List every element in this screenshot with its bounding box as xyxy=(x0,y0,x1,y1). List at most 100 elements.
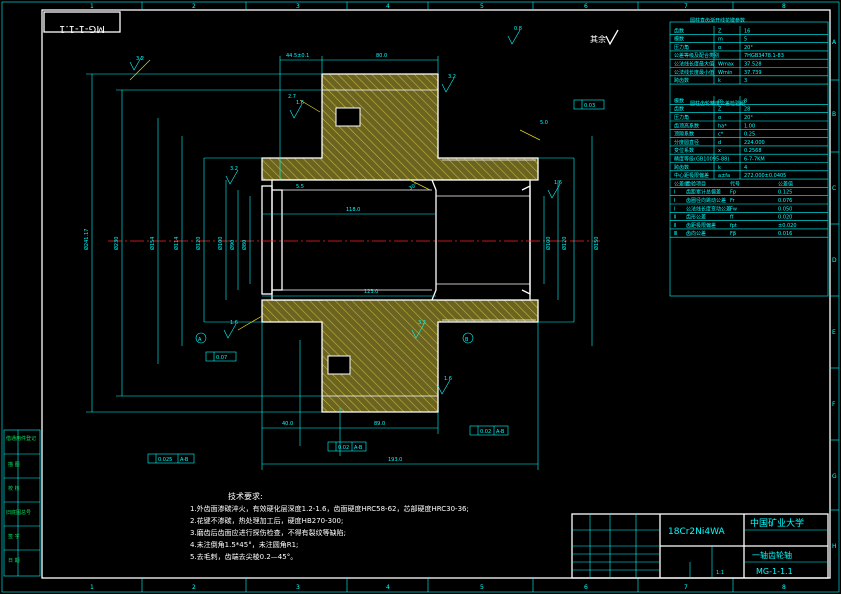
param-cell: Wmin xyxy=(718,70,732,76)
side-label-0: 借通用件登记 xyxy=(6,435,36,442)
col-label-1: 1 xyxy=(90,3,94,10)
param-cell: 0.25 xyxy=(744,132,755,138)
param-cell: 齿数 xyxy=(674,106,684,113)
border-labels: 1 2 3 4 5 6 7 8 1 2 3 4 5 6 7 8 A B C D … xyxy=(90,3,837,591)
tech-req-2: 2.花键不渗碳，热处理加工后，硬度HB270-300; xyxy=(190,516,343,525)
side-label-3: 旧底图总号 xyxy=(6,509,31,516)
param-cell: 顶隙系数 xyxy=(674,131,694,138)
svg-text:A: A xyxy=(198,337,202,343)
param-cell: 公差组 xyxy=(674,180,689,187)
param-cell: 模数 xyxy=(674,36,684,43)
param-cell: 检验项目 xyxy=(686,180,706,187)
svg-text:0.07: 0.07 xyxy=(216,355,227,361)
col-label-b2: 2 xyxy=(192,584,196,591)
param-cell: 0.125 xyxy=(778,190,792,196)
title-material: 18Cr2Ni4WA xyxy=(668,527,726,537)
param-table-2-title: 圆柱齿轮精度公差检验组 xyxy=(690,100,745,107)
dim-chamfer: 30° xyxy=(408,182,419,192)
gdt-frame-top: 0.03 xyxy=(573,99,605,110)
tech-req-3: 3.磨齿后齿面应进行探伤检查，不得有裂纹等缺陷; xyxy=(190,528,346,537)
param-cell: fpt xyxy=(730,223,737,229)
dim-dia-l3: Ø100 xyxy=(217,237,224,250)
tech-req-4: 4.未注倒角1.5*45°，未注圆角R1; xyxy=(190,540,298,549)
tech-req-1: 1.外齿面渗碳淬火，有效硬化层深度1.2-1.6，齿面硬度HRC58-62，芯部… xyxy=(190,504,469,513)
ra-5: 3.2 xyxy=(230,166,238,172)
col-label-4: 4 xyxy=(386,3,390,10)
dim-dia-r0: Ø100 xyxy=(545,237,552,250)
dimension-texts: 44.5±0.1 80.0 118.0 123.0 193.0 89.0 40.… xyxy=(83,53,600,463)
ra-7: 3.2 xyxy=(418,320,426,326)
param-cell: Z xyxy=(718,28,722,34)
technical-requirements: 技术要求: 1.外齿面渗碳淬火，有效硬化层深度1.2-1.6，齿面硬度HRC58… xyxy=(190,491,469,561)
col-label-b4: 4 xyxy=(386,584,390,591)
param-cell: 6-7-7KM xyxy=(744,157,765,163)
param-cell: 压力角 xyxy=(674,44,689,51)
ra-0: 3.2 xyxy=(136,56,144,62)
dim-193: 193.0 xyxy=(388,457,402,463)
dim-dia-l2: Ø120 xyxy=(195,237,202,250)
param-cell: 齿距极限偏差 xyxy=(686,222,716,229)
param-cell: Ⅲ xyxy=(674,231,677,237)
param-table-1-title: 圆柱直齿渐开线花键参数 xyxy=(690,17,745,24)
col-label-3: 3 xyxy=(296,3,300,10)
param-cell: 16 xyxy=(744,28,750,34)
param-cell: Ⅰ xyxy=(674,198,675,204)
col-label-b3: 3 xyxy=(296,584,300,591)
side-label-1: 描 图 xyxy=(8,461,20,468)
param-cell: m xyxy=(718,98,723,104)
param-cell: c* xyxy=(718,132,724,138)
param-cell: Ⅰ xyxy=(674,190,675,196)
svg-text:0.03: 0.03 xyxy=(584,103,595,109)
param-cell: 37.528 xyxy=(744,62,762,68)
param-cell: x xyxy=(718,148,721,154)
param-cell: 1.00 xyxy=(744,123,755,129)
param-cell: 分度圆直径 xyxy=(674,139,699,146)
ra-3: 3.2 xyxy=(448,74,456,80)
param-cell: Z xyxy=(718,107,722,113)
dim-123: 123.0 xyxy=(364,289,378,295)
param-cell: 齿形公差 xyxy=(686,214,706,221)
row-label-h: H xyxy=(832,543,837,550)
param-cell: 28 xyxy=(744,107,750,113)
row-label-a: A xyxy=(832,39,837,46)
title-university: 中国矿业大学 xyxy=(750,517,804,529)
param-cell: 7HGB3478.1-83 xyxy=(744,53,784,59)
row-label-b: B xyxy=(832,111,836,118)
param-cell: Ⅰ xyxy=(674,206,675,212)
left-side-table: 借通用件登记 描 图 校 核 旧底图总号 签 字 日 期 xyxy=(3,429,41,577)
param-cell: d xyxy=(718,140,721,146)
param-cell: Wmax xyxy=(718,62,734,68)
gdt-frame-bottom1: 0.02 A-B xyxy=(327,441,367,452)
surface-note-symbol xyxy=(605,29,619,46)
row-label-g: G xyxy=(832,473,837,480)
dimension-lines xyxy=(86,56,593,470)
col-label-b7: 7 xyxy=(684,584,688,591)
row-label-c: C xyxy=(832,185,836,192)
title-part-name: 一轴齿轮轴 xyxy=(752,550,792,560)
dim-r55: 5.5 xyxy=(296,184,304,190)
svg-text:0.025: 0.025 xyxy=(158,457,172,463)
dim-dia-l4: Ø90 xyxy=(229,240,236,250)
col-label-5: 5 xyxy=(480,3,484,10)
side-label-4: 签 字 xyxy=(8,533,20,540)
svg-text:A-B: A-B xyxy=(180,457,189,463)
row-label-d: D xyxy=(832,257,837,264)
param-cell: 齿圈径向跳动公差 xyxy=(686,197,726,204)
param-cell: 压力角 xyxy=(674,114,689,121)
param-cell: Fw xyxy=(730,206,737,212)
drawing-number-stamp-box xyxy=(43,11,121,33)
gdt-frame-bottom3: 0.025 A-B xyxy=(147,453,195,464)
col-label-2: 2 xyxy=(192,3,196,10)
svg-text:B: B xyxy=(465,337,469,343)
param-cell: 5 xyxy=(744,37,747,43)
col-label-6: 6 xyxy=(584,3,588,10)
ra-6: 1.6 xyxy=(444,376,452,382)
drawing-number-stamp: MG-1-1.1 xyxy=(59,23,105,34)
param-cell: 0.016 xyxy=(778,231,792,237)
side-label-5: 日 期 xyxy=(8,558,20,564)
param-cell: 精度等级(GB10095-88) xyxy=(674,156,729,163)
param-cell: 0.020 xyxy=(778,215,792,221)
dim-44: 44.5±0.1 xyxy=(286,53,309,59)
